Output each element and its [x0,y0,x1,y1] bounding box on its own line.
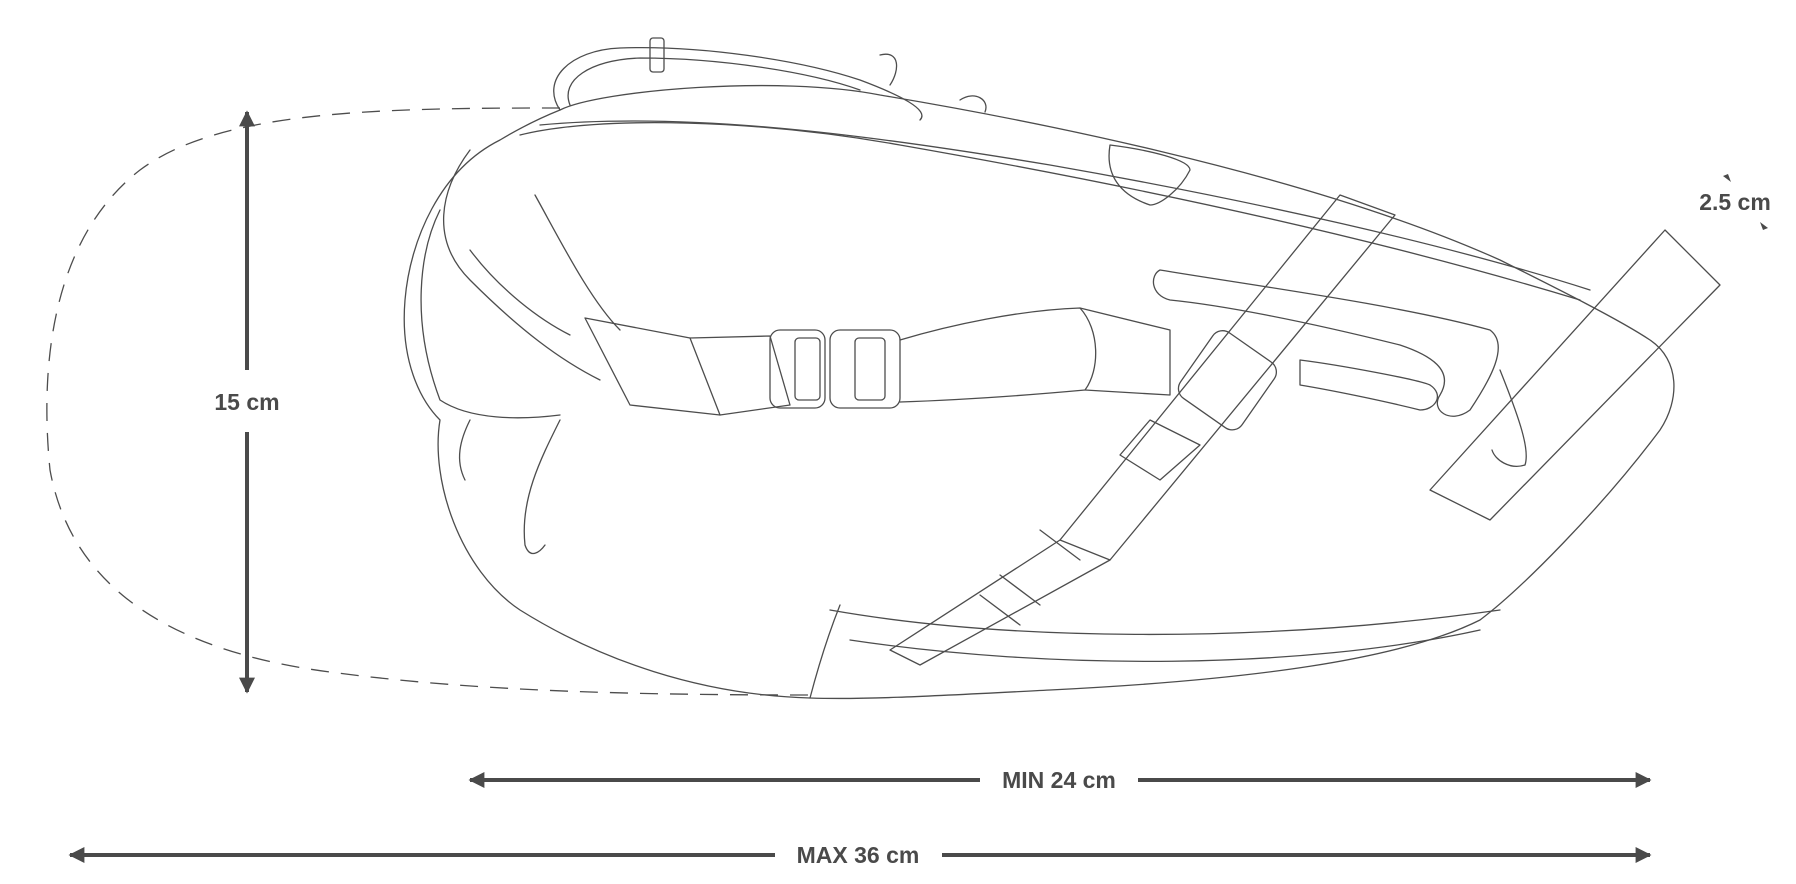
thickness-tick-bottom [1760,222,1768,230]
cord-lock [649,37,665,73]
strap-stitch-1 [979,594,1021,626]
buckle-male [769,329,826,409]
lower-crease [523,419,561,555]
diagonal-strap-lower [889,539,1111,666]
base-edge [809,604,841,699]
strap-stitch-3 [1039,529,1081,561]
strap-buckle [1177,330,1278,431]
cord-loop [879,53,898,86]
strap-tail [899,307,1097,403]
roll-crease-2 [469,249,571,336]
bungee-cord [553,46,923,121]
roll-fold-inner [442,149,601,381]
side-panel [1108,144,1191,206]
max-length-label: MAX 36 cm [797,842,920,868]
strap-tail-end [1079,307,1171,396]
saddle-bag-illustration [403,37,1721,700]
strap-stitch-2 [999,574,1041,606]
min-length-label: MIN 24 cm [1002,767,1116,793]
lower-fold [458,419,471,481]
top-clip [959,95,987,113]
max-length-dimension: MAX 36 cm [68,842,1652,868]
height-dimension: 15 cm [214,110,280,694]
frame-panel [1152,269,1499,417]
strap-keeper [1119,419,1201,481]
bungee-cord-inner [567,57,861,106]
mount-rail [1491,369,1527,467]
roll-crease-1 [534,194,621,331]
buckle-female [829,329,901,409]
thickness-dimension: 2.5 cm [1699,174,1771,230]
roll-top-seam [519,122,1581,301]
thickness-label: 2.5 cm [1699,189,1771,215]
base-panel-lower [849,629,1481,663]
buckle-slot-right [854,337,886,401]
min-length-dimension: MIN 24 cm [468,767,1652,793]
bag-body-outline [403,84,1675,700]
side-strap [584,317,721,416]
thickness-tick-top [1723,174,1731,182]
buckle-slot-left [794,337,821,401]
base-panel [829,609,1501,636]
roll-fold-left [420,209,561,419]
diagonal-strap [1059,194,1396,561]
seatpost-mount [1429,229,1721,521]
frame-cutout [1299,359,1439,411]
top-seam-inner [539,120,1591,291]
side-strap-band [689,335,791,416]
expanded-outline-dashed [46,107,821,696]
height-label: 15 cm [214,389,279,415]
